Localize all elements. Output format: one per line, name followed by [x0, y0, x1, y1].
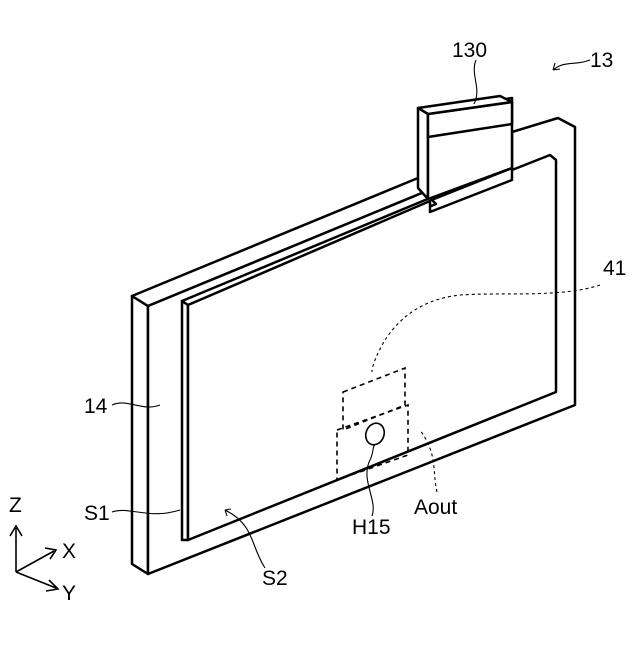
- axis-indicator: Z X Y: [9, 494, 76, 605]
- label-13: 13: [590, 49, 613, 72]
- label-s2: S2: [262, 567, 288, 590]
- label-aout: Aout: [414, 496, 457, 519]
- x-axis-line: [16, 551, 54, 572]
- label-s1: S1: [84, 502, 110, 525]
- leader-13: [553, 60, 590, 70]
- label-14: 14: [84, 395, 108, 418]
- label-h15: H15: [352, 516, 391, 539]
- axis-label-x: X: [62, 540, 76, 563]
- tab-neck: [418, 108, 428, 199]
- label-41: 41: [603, 257, 626, 280]
- axis-label-y: Y: [62, 582, 76, 605]
- axis-label-z: Z: [9, 494, 22, 517]
- panel-side-face: [132, 296, 148, 574]
- label-130: 130: [452, 39, 487, 62]
- leader-130: [474, 60, 477, 104]
